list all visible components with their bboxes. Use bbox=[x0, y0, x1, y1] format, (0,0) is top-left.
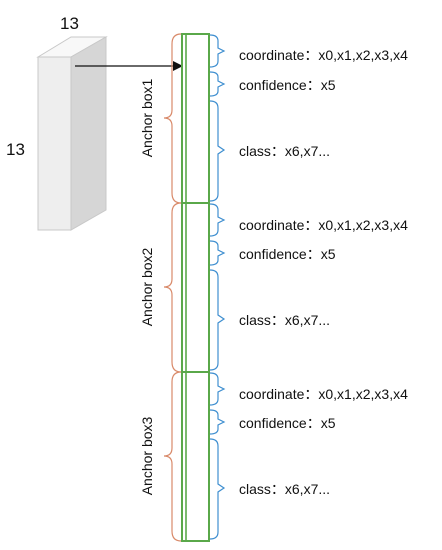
grid-cell-column bbox=[181, 33, 210, 542]
cube-front-face bbox=[37, 56, 72, 231]
coordinate-label-1: coordinate：x0,x1,x2,x3,x4 bbox=[239, 47, 408, 63]
anchor-brace-1 bbox=[163, 33, 182, 204]
feature-map-top-dimension: 13 bbox=[60, 14, 79, 33]
confidence-brace-3 bbox=[209, 409, 226, 435]
anchor-section-2: Anchor box2 coordinate：x0,x1,x2,x3,x4 co… bbox=[139, 202, 408, 373]
coordinate-brace-2 bbox=[209, 203, 226, 237]
class-label-1: class：x6,x7... bbox=[239, 143, 330, 159]
confidence-brace-2 bbox=[209, 240, 226, 266]
grid-cell-outer bbox=[181, 33, 210, 542]
class-label-3: class：x6,x7... bbox=[239, 481, 330, 497]
anchor-label-3: Anchor box3 bbox=[139, 416, 155, 495]
class-brace-1 bbox=[209, 100, 226, 202]
confidence-label-2: confidence：x5 bbox=[239, 246, 336, 262]
anchor-label-2: Anchor box2 bbox=[139, 247, 155, 326]
coordinate-brace-3 bbox=[209, 372, 226, 406]
coordinate-label-2: coordinate：x0,x1,x2,x3,x4 bbox=[239, 217, 408, 233]
feature-map-cube bbox=[36, 36, 108, 231]
class-brace-3 bbox=[209, 438, 226, 540]
class-brace-2 bbox=[209, 269, 226, 371]
anchor-label-1: Anchor box1 bbox=[139, 78, 155, 157]
anchor-section-1: Anchor box1 coordinate：x0,x1,x2,x3,x4 co… bbox=[139, 33, 408, 204]
coordinate-label-3: coordinate：x0,x1,x2,x3,x4 bbox=[239, 386, 408, 402]
confidence-label-1: confidence：x5 bbox=[239, 77, 336, 93]
feature-map-side-dimension: 13 bbox=[6, 140, 25, 159]
confidence-brace-1 bbox=[209, 71, 226, 97]
anchor-section-3: Anchor box3 coordinate：x0,x1,x2,x3,x4 co… bbox=[139, 371, 408, 542]
confidence-label-3: confidence：x5 bbox=[239, 415, 336, 431]
coordinate-brace-1 bbox=[209, 34, 226, 68]
class-label-2: class：x6,x7... bbox=[239, 312, 330, 328]
anchor-brace-3 bbox=[163, 371, 182, 542]
anchor-brace-2 bbox=[163, 202, 182, 373]
